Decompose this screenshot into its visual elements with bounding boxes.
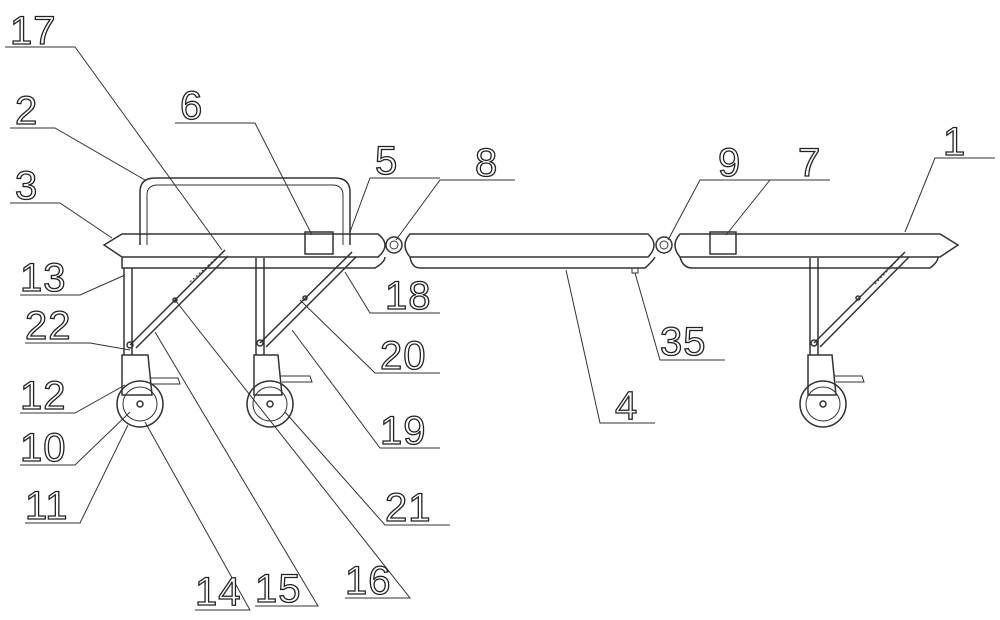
label-19: 19 <box>380 409 427 453</box>
block-6 <box>304 231 334 255</box>
label-20: 20 <box>380 334 427 378</box>
label-8: 8 <box>475 141 498 185</box>
label-21: 21 <box>385 486 432 530</box>
hinge-8 <box>385 236 403 254</box>
label-2: 2 <box>15 89 38 133</box>
label-35: 35 <box>660 320 707 364</box>
label-1: 1 <box>943 120 966 164</box>
label-5: 5 <box>375 139 398 183</box>
label-11: 11 <box>25 484 69 528</box>
handle-2 <box>139 177 351 245</box>
label-15: 15 <box>255 567 302 611</box>
label-4: 4 <box>615 384 638 428</box>
leg-right <box>799 251 910 428</box>
leg-left <box>116 249 229 428</box>
wheel-10 <box>116 380 164 428</box>
label-7: 7 <box>798 141 821 185</box>
label-16: 16 <box>345 559 392 603</box>
reference-labels: 17 2 3 13 22 12 10 11 14 15 16 6 5 8 18 … <box>9 8 966 614</box>
label-18: 18 <box>385 274 432 318</box>
label-12: 12 <box>20 374 67 418</box>
label-14: 14 <box>195 570 242 614</box>
label-13: 13 <box>20 256 67 300</box>
label-17: 17 <box>10 9 57 53</box>
label-6: 6 <box>180 84 203 128</box>
label-9: 9 <box>718 141 741 185</box>
leg-middle <box>246 251 357 428</box>
leader-lines <box>5 46 995 611</box>
label-22: 22 <box>25 304 72 348</box>
label-10: 10 <box>20 426 67 470</box>
hinge-9 <box>655 236 673 254</box>
label-3: 3 <box>15 164 38 208</box>
stretcher-frame <box>102 177 960 274</box>
block-7 <box>709 231 737 255</box>
